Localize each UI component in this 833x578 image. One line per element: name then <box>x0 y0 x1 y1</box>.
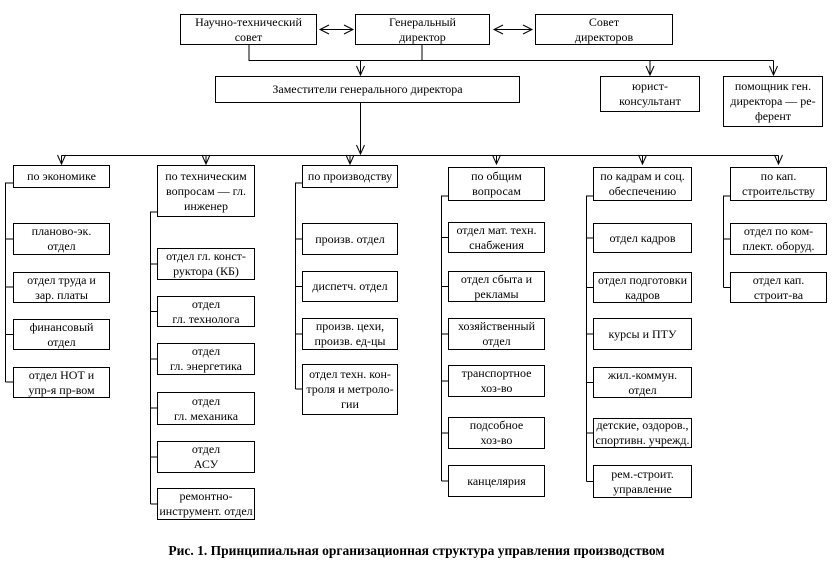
dept-box: отдел подготовки кадров <box>593 272 692 303</box>
dept-box: отдел кап. строит-ва <box>730 272 827 303</box>
top-rail <box>248 45 778 77</box>
branch-header-general: по общим вопросам <box>448 167 545 201</box>
dept-box: отдел по ком- плект. оборуд. <box>730 223 827 255</box>
dept-box: ремонтно- инструмент. отдел <box>157 488 255 520</box>
dept-box: отдел гл. технолога <box>157 296 255 327</box>
dept-box: отдел НОТ и упр-я пр-вом <box>13 367 110 398</box>
dept-box: детские, оздоров., спортивн. учрежд. <box>593 418 692 448</box>
dept-box: диспетч. отдел <box>302 271 398 302</box>
dept-box: отдел гл. конст- руктора (КБ) <box>157 248 255 280</box>
dept-box: отдел техн. кон- троля и метроло- гии <box>302 364 398 415</box>
dept-box: хозяйственный отдел <box>448 318 545 350</box>
dept-box: произв. цехи, произв. ед-цы <box>302 318 398 350</box>
branch-header-hr-social: по кадрам и соц. обеспечению <box>593 167 692 201</box>
node-legal-counsel: юрист- консультант <box>600 76 700 112</box>
dept-box: курсы и ПТУ <box>593 318 692 350</box>
dept-box: планово-эк. отдел <box>13 223 110 255</box>
dept-box: рем.-строит. управление <box>593 465 692 498</box>
branch-header-economics: по экономике <box>13 165 110 188</box>
figure-caption: Рис. 1. Принципиальная организационная с… <box>168 543 665 558</box>
dept-box: подсобное хоз-во <box>448 417 545 449</box>
dept-box: финансовый отдел <box>13 319 110 350</box>
node-deputies: Заместители генерального директора <box>215 76 520 103</box>
dept-box: отдел труда и зар. платы <box>13 272 110 303</box>
dept-box: отдел сбыта и рекламы <box>448 271 545 302</box>
dept-box: отдел кадров <box>593 223 692 253</box>
branch-header-technical: по техническим вопросам — гл. инженер <box>157 165 255 217</box>
dept-box: произв. отдел <box>302 223 398 255</box>
dept-box: канцелярия <box>448 465 545 497</box>
branch-header-capital-construction: по кап. строительству <box>730 167 827 201</box>
node-sci-tech-council: Научно-технический совет <box>180 14 317 45</box>
dept-box: жил.-коммун. отдел <box>593 367 692 398</box>
dept-box: отдел гл. механика <box>157 392 255 425</box>
dept-box: отдел АСУ <box>157 441 255 473</box>
dept-box: отдел мат. техн. снабжения <box>448 222 545 253</box>
node-general-director: Генеральный директор <box>355 14 490 45</box>
column-trunks <box>5 182 730 505</box>
node-board-of-directors: Совет директоров <box>535 14 673 45</box>
branch-header-production: по производству <box>302 165 398 188</box>
double-arrow <box>318 24 534 35</box>
dept-box: отдел гл. энергетика <box>157 343 255 375</box>
dept-box: транспортное хоз-во <box>448 365 545 397</box>
node-assistant-referent: помощник ген. директора — ре- ферент <box>723 76 823 127</box>
branch-rail <box>57 103 783 166</box>
